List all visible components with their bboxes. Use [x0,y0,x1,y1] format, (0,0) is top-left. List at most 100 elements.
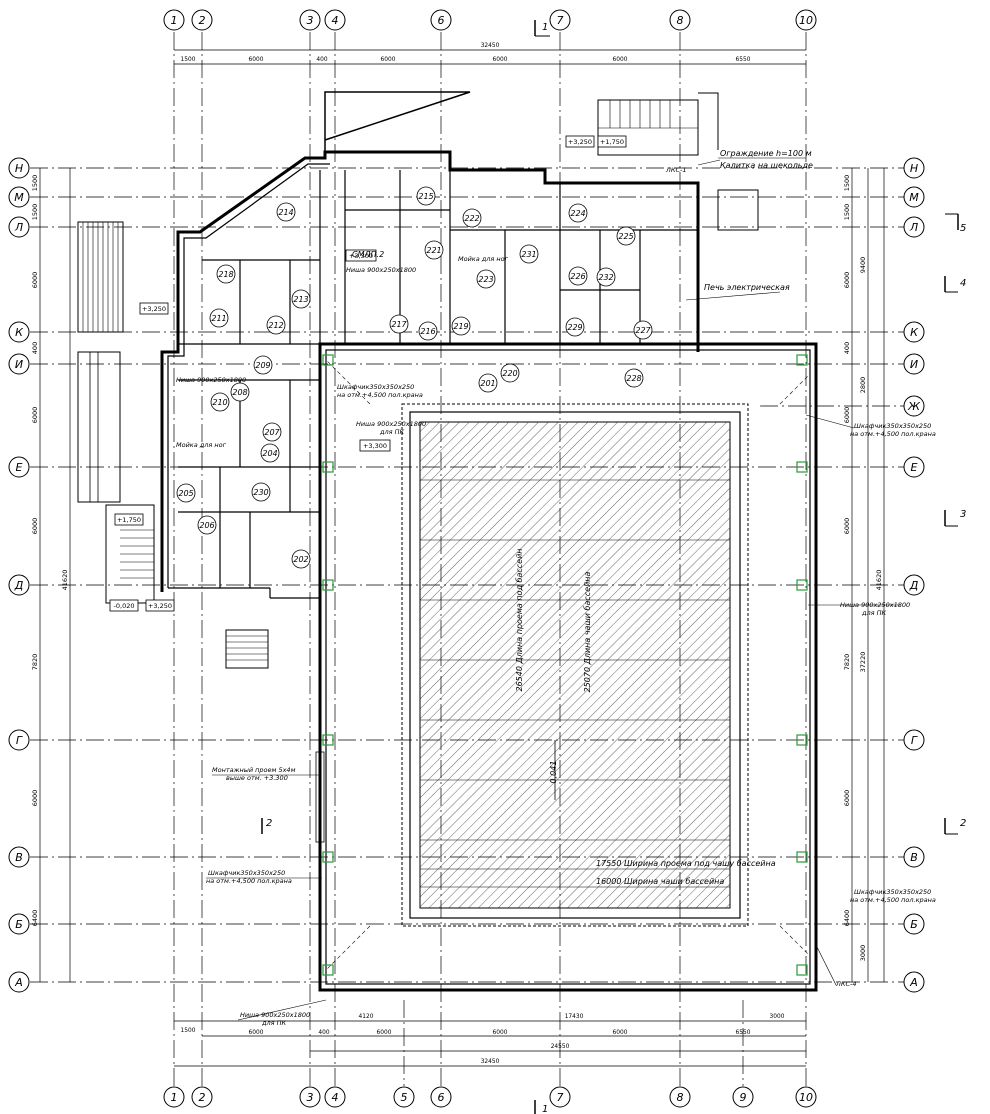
leader-line [815,944,837,986]
dim-span: 400 [31,342,39,354]
niche-note-sub: для ПК [379,428,405,436]
mount-opening-marker [315,751,325,843]
dim-overall-left: 41620 [61,570,69,591]
pool-length-label: 25070 Длина чаши бассейна [583,572,592,693]
axis-label: 8 [677,14,684,27]
axis-label: Ж [907,400,921,413]
axis-label: А [909,976,918,989]
elevation-box [109,599,139,612]
axis-label: Д [909,579,919,592]
axis-bubble [903,913,925,935]
axis-label: Е [911,461,918,474]
columns [322,354,808,976]
axis-label: М [909,191,919,204]
room-number: 206 [199,521,214,530]
stair-lower [225,629,269,669]
dim-span: 37220 [859,652,867,673]
dim-span: 4120 [359,1012,374,1020]
room-marker [251,482,271,502]
elevation-value: +1,750 [600,138,624,146]
room-number: 202 [293,555,308,564]
room-marker [633,320,653,340]
elevation-box [145,599,175,612]
axis-label: 7 [557,14,564,27]
axis-bubble [8,353,30,375]
axis-bubble [549,9,571,31]
axis-label: 1 [171,1091,178,1104]
cabinet-right-note-sub: на отм.+4,500 пол.крана [850,430,936,438]
dim-span: 6400 [843,910,851,927]
section-label: 2 [960,818,966,829]
room-marker [424,240,444,260]
left-canopy [77,351,121,503]
service-inner-wall [167,163,330,588]
axis-bubble [903,157,925,179]
dim-span: 3000 [859,945,867,962]
axis-label: 6 [438,1091,445,1104]
section-label: 2 [266,818,272,829]
axis-bubble [430,9,452,31]
fence-note: Ограждение h=100 м [720,149,812,158]
axis-bubble [8,321,30,343]
dim-span: 9400 [859,257,867,274]
room-number: 214 [278,208,293,217]
pool-basin-outline [409,411,741,919]
dim-span: 6000 [381,55,396,63]
left-dimension-chain: 1500 1500 6000 400 6000 6000 7820 6000 6… [31,168,71,982]
axis-label: Г [911,734,918,747]
room-marker [230,382,250,402]
room-marker [276,202,296,222]
axis-label: 2 [199,1091,206,1104]
axis-label: Б [910,918,918,931]
axis-bubble [795,9,817,31]
axis-bubble [8,574,30,596]
room-number: 232 [598,273,613,282]
room-number: 225 [618,232,633,241]
column [322,461,334,473]
room-marker [462,208,482,228]
niche-bottom-note: Ниша 900x250x1800 [240,1011,310,1019]
room-number: 210 [212,398,227,407]
dim-span: 6000 [613,55,628,63]
axis-label: В [910,851,918,864]
axis-bubble [324,9,346,31]
axis-bubble [8,186,30,208]
room-number: 230 [253,488,268,497]
room-number: 220 [502,369,517,378]
axis-bubble [8,157,30,179]
gate-note: Калитка на щекольде [720,161,813,170]
pool-corner-line [325,925,371,971]
room-marker [210,392,230,412]
pool-opening-outline [401,403,749,927]
right-vestibule [717,189,759,231]
axis-bubble [8,216,30,238]
elevation-value: +3,300 [363,442,387,450]
column [796,851,808,863]
stove-note: Печь электрическая [704,283,790,292]
section-markers: 1 1 2 2 3 4 5 [261,20,966,1114]
elevation-value: +3,250 [142,305,166,313]
elevation-box [597,135,627,148]
section-label: 1 [542,22,548,33]
stair-top-right [597,99,699,156]
axis-label: 1 [171,14,178,27]
cabinet-left-note: Шкафчик350x350x250 [208,869,285,877]
service-block-walls [160,150,816,600]
dim-span: 6000 [843,272,851,289]
room-number: 231 [521,250,536,259]
elevation-box [565,135,595,148]
pool-width-opening-label: 17550 Ширина проема под чашу бассейна [596,859,776,868]
axis-label: 10 [799,14,813,27]
axis-bubble [903,216,925,238]
room-marker [565,317,585,337]
dim-span: 6000 [31,407,39,424]
dim-span: 400 [318,1028,329,1036]
axis-bubbles-top: 1 2 3 4 6 7 8 10 [163,9,817,31]
stair-rail [698,92,719,150]
cabinet-note-sub: на отм.+4,500 пол.крана [337,391,423,399]
section-label: 3 [960,509,966,520]
room-marker [418,321,438,341]
annotations: Ограждение h=100 м Калитка на щекольде Л… [176,149,936,1027]
dim-span: 6550 [736,55,751,63]
room-number: 212 [268,321,283,330]
